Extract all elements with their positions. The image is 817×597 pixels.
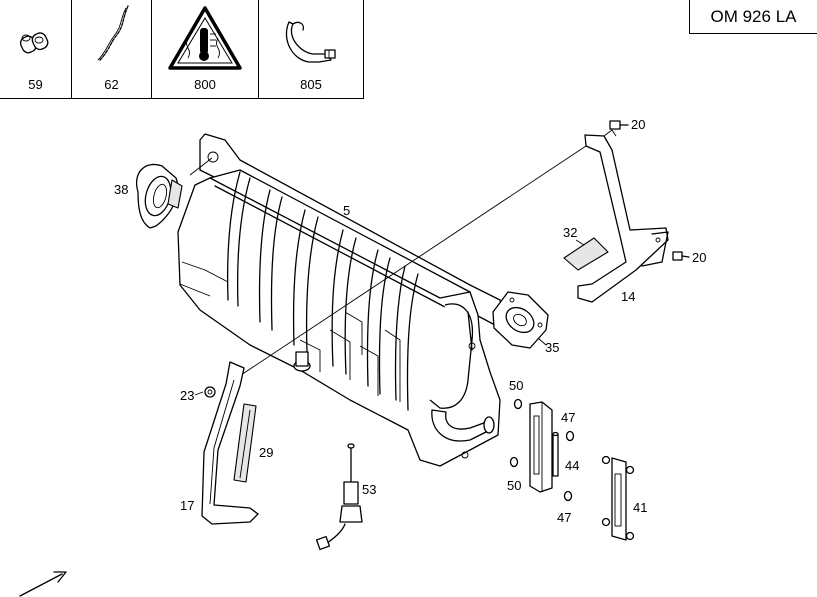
- callout-44: 44: [565, 458, 579, 473]
- callout-20-right: 20: [692, 250, 706, 265]
- callout-14: 14: [621, 289, 635, 304]
- rubber-pad-32: [563, 237, 609, 271]
- legend-number-800: 800: [194, 77, 216, 92]
- callout-5: 5: [343, 203, 350, 218]
- level-gauge-bracket: [529, 401, 553, 493]
- legend-cell-800: 800: [152, 0, 259, 98]
- callout-17: 17: [180, 498, 194, 513]
- expansion-tank: [177, 133, 506, 467]
- legend-cell-62: 62: [72, 0, 152, 98]
- callout-47-bottom: 47: [557, 510, 571, 525]
- callout-23: 23: [180, 388, 194, 403]
- double-hose-clip-icon: [19, 32, 49, 54]
- hot-coolant-warning-icon: [168, 6, 242, 70]
- legend-number-805: 805: [300, 77, 322, 92]
- mounting-bracket-14: [577, 120, 690, 303]
- callout-47-top: 47: [561, 410, 575, 425]
- model-designation: OM 926 LA: [689, 0, 817, 34]
- sensor-cap-35: [492, 291, 549, 349]
- callout-50-bottom: 50: [507, 478, 521, 493]
- washer-47-top: [565, 430, 575, 442]
- washer-47-bottom: [563, 490, 573, 502]
- callout-20-top: 20: [631, 117, 645, 132]
- legend-cell-59: 59: [0, 0, 72, 98]
- direction-arrow-icon: [19, 571, 67, 597]
- callout-38: 38: [114, 182, 128, 197]
- bolt-20-top: [609, 120, 629, 130]
- callout-53: 53: [362, 482, 376, 497]
- hose-clamp-icon: [285, 21, 336, 63]
- washer-50-top: [513, 398, 523, 410]
- radiator-cap-38: [136, 157, 213, 229]
- legend-cell-805: 805: [259, 0, 363, 98]
- washer-50-bottom: [509, 456, 519, 468]
- gauge-rod-44: [552, 431, 559, 477]
- level-sight-glass-41: [601, 455, 635, 541]
- callout-29: 29: [259, 445, 273, 460]
- callout-41: 41: [633, 500, 647, 515]
- legend-number-59: 59: [28, 77, 43, 92]
- leader-line: [237, 141, 593, 378]
- legend-table: 59 62 800 805: [0, 0, 364, 99]
- bolt-20-right: [672, 251, 690, 261]
- mounting-bracket-17: [201, 361, 259, 525]
- legend-number-62: 62: [104, 77, 119, 92]
- callout-35: 35: [545, 340, 559, 355]
- callout-32: 32: [563, 225, 577, 240]
- callout-50-top: 50: [509, 378, 523, 393]
- level-sensor-53: [315, 443, 363, 551]
- wire-strap-icon: [97, 5, 129, 61]
